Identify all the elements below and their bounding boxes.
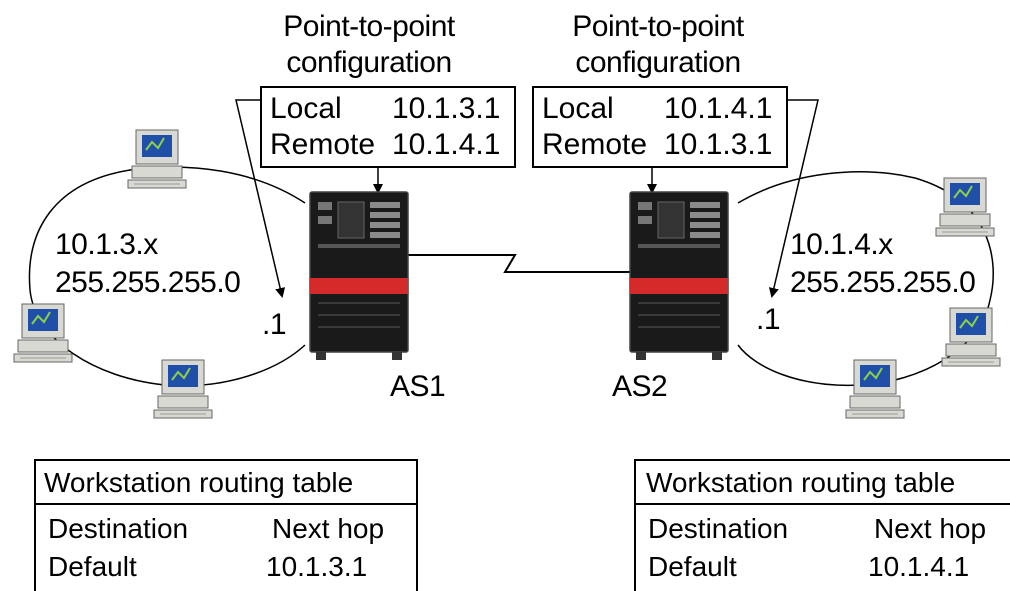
ptp-title-right-1: Point-to-point xyxy=(572,10,744,43)
routing-table-header: Workstation routing table xyxy=(636,461,1010,505)
row-destination: Default xyxy=(48,551,137,582)
ptp-title-right-2: configuration xyxy=(575,46,741,79)
workstation-icon xyxy=(13,303,73,363)
server-icon xyxy=(309,191,409,360)
server-name-as1: AS1 xyxy=(390,370,446,403)
local-ip: 10.1.4.1 xyxy=(664,92,773,125)
local-ip: 10.1.3.1 xyxy=(392,92,501,125)
row-destination: Default xyxy=(648,551,737,582)
remote-ip: 10.1.3.1 xyxy=(664,128,773,161)
remote-ip: 10.1.4.1 xyxy=(392,128,501,161)
wan-link xyxy=(408,254,630,273)
network-address-right: 10.1.4.x xyxy=(790,228,893,261)
col-destination: Destination xyxy=(648,513,789,544)
workstation-icon xyxy=(153,359,213,419)
ptp-config-box-left: Local 10.1.3.1 Remote 10.1.4.1 xyxy=(260,86,516,168)
row-next-hop: 10.1.3.1 xyxy=(266,551,368,582)
host-suffix-right: .1 xyxy=(756,303,781,336)
col-next-hop: Next hop xyxy=(272,513,385,544)
host-suffix-left: .1 xyxy=(262,308,287,341)
ptp-config-box-right: Local 10.1.4.1 Remote 10.1.3.1 xyxy=(532,86,788,168)
ptp-title-left-1: Point-to-point xyxy=(283,10,455,43)
local-label: Local xyxy=(542,92,614,125)
remote-label: Remote xyxy=(270,128,376,161)
routing-table-title: Workstation routing table xyxy=(646,467,956,498)
subnet-mask-left: 255.255.255.0 xyxy=(55,266,241,299)
routing-table-left: Workstation routing table Destination Ne… xyxy=(34,459,418,591)
arrow-left-local xyxy=(235,99,286,298)
workstation-icon xyxy=(935,177,995,237)
arrow-right-local xyxy=(768,99,819,298)
subnet-mask-right: 255.255.255.0 xyxy=(790,266,976,299)
workstation-icon xyxy=(127,129,187,189)
col-destination: Destination xyxy=(48,513,189,544)
col-next-hop: Next hop xyxy=(874,513,987,544)
lan-ring-left xyxy=(28,166,306,387)
remote-label: Remote xyxy=(542,128,648,161)
workstation-icon xyxy=(941,307,1001,367)
workstation-icon xyxy=(845,359,905,419)
network-address-left: 10.1.3.x xyxy=(55,228,158,261)
local-label: Local xyxy=(270,92,342,125)
server-icon xyxy=(629,191,729,360)
routing-table-header: Workstation routing table xyxy=(36,461,416,505)
server-name-as2: AS2 xyxy=(612,370,668,403)
routing-table-right: Workstation routing table Destination Ne… xyxy=(634,459,1010,591)
ptp-title-left-2: configuration xyxy=(286,46,452,79)
routing-table-title: Workstation routing table xyxy=(44,467,354,498)
row-next-hop: 10.1.4.1 xyxy=(868,551,970,582)
lan-ring-right xyxy=(737,171,994,387)
